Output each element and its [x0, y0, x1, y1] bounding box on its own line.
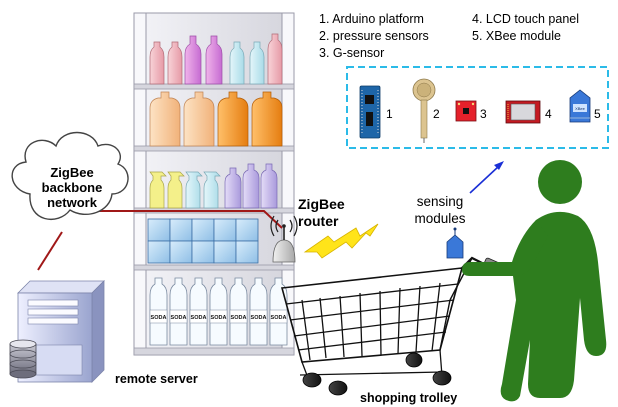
legend-item-4: 4. LCD touch panel: [472, 12, 580, 26]
legend-item-1: 1. Arduino platform: [319, 12, 424, 26]
sensing-modules-label: sensing modules: [405, 193, 475, 227]
module-number-1: 1: [386, 107, 393, 121]
cloud-label-line-3: network: [47, 195, 97, 210]
module-number-2: 2: [433, 107, 440, 121]
link-cloud-server: [37, 231, 63, 271]
shelf-row-2-jugs: [149, 91, 283, 147]
soda-label: SODA: [271, 315, 287, 321]
cloud-shape: [11, 131, 129, 220]
legend-item-2: 2. pressure sensors: [319, 29, 429, 43]
shelf-row-5-soda-bottles: [149, 277, 288, 346]
shelf-row-1-bottles: [149, 33, 283, 85]
pressure-sensor-icon: [412, 78, 436, 143]
legend-item-3: 3. G-sensor: [319, 46, 385, 60]
database-icon: [9, 339, 37, 379]
trolley-wheels: [302, 352, 452, 396]
remote-server-label: remote server: [115, 372, 198, 386]
router-label: ZigBee router: [298, 196, 345, 230]
soda-label: SODA: [191, 315, 207, 321]
module-numbers: 1 2 3 4 5: [386, 107, 601, 121]
shopper-figure: [462, 160, 607, 402]
zigbee-router-icon: [270, 215, 298, 263]
arduino-board-icon: [359, 85, 381, 139]
xbee-chip-text: XBee: [575, 106, 586, 111]
soda-label: SODA: [231, 315, 247, 321]
module-number-4: 4: [545, 107, 552, 121]
soda-label: SODA: [171, 315, 187, 321]
link-cloud-router: [94, 210, 283, 229]
soda-label: SODA: [211, 315, 227, 321]
network-links: [37, 210, 283, 271]
legend-item-5: 5. XBee module: [472, 29, 561, 43]
lcd-panel-icon: [505, 100, 541, 124]
router-label-line-1: ZigBee: [298, 196, 345, 212]
shelf-row-4-boxes: [147, 218, 259, 264]
pointer-arrow: [469, 161, 504, 194]
shopping-trolley-label: shopping trolley: [360, 391, 458, 405]
module-number-5: 5: [594, 107, 601, 121]
sensing-modules-box: [346, 66, 609, 149]
module-number-3: 3: [480, 107, 487, 121]
sensing-label-line-1: sensing: [416, 194, 464, 209]
soda-label: SODA: [251, 315, 267, 321]
g-sensor-icon: [455, 100, 477, 122]
cloud-label-line-1: ZigBee: [50, 165, 94, 180]
trolley-xbee-module-icon: [446, 227, 464, 259]
shopping-trolley-icon: [280, 256, 501, 379]
shelf-row-3-sprays: [149, 163, 278, 209]
xbee-module-icon: [569, 89, 591, 123]
cloud-label: ZigBee backbone network: [32, 165, 112, 210]
sensing-label-line-2: modules: [414, 211, 466, 226]
wireless-signal-bolt: [303, 223, 379, 259]
soda-labels: SODA SODA SODA SODA SODA SODA SODA: [151, 315, 287, 321]
cloud-label-line-2: backbone: [41, 180, 103, 195]
soda-label: SODA: [151, 315, 167, 321]
router-label-line-2: router: [298, 213, 339, 229]
remote-server-icon: [17, 280, 105, 383]
